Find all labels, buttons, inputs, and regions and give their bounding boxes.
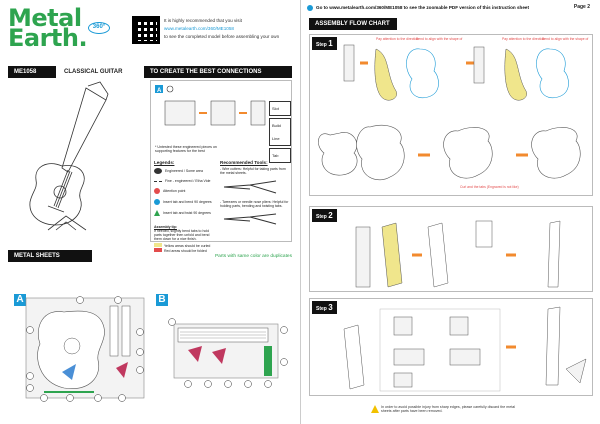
step-2-panel: Step 2 [309,206,593,292]
zoomable-pdf-note[interactable]: Go to www.metalearth.com/360/ME1058 to s… [307,5,529,11]
twist-icon [154,210,160,216]
legend-attention: Attention point [154,188,214,194]
qr-code-icon[interactable] [132,16,160,44]
align-note: Bend to align with the shape of [416,37,463,41]
legend-fine: Fine - engineered / Etha Vide [154,179,214,183]
qr-instructions: It is highly recommended that you visit … [164,17,300,41]
safety-warning: In order to avoid possible injury from s… [381,405,516,413]
sheet-a-label: A [14,294,26,306]
metal-earth-logo: Metal Earth. [8,4,88,52]
connection-labels: Slot Build Line Tab [269,101,291,163]
guitar-illustration [29,81,109,231]
engraved-icon [154,168,162,174]
dashed-line-icon [154,180,162,182]
duplicate-parts-note: Parts with same color are duplicates [214,253,292,259]
direction-note: Pay attention to the direction [376,37,419,41]
connections-panel: A Slot Build Line Tab * Untested these e… [150,80,292,242]
warning-icon [371,405,379,413]
model-code: ME1058 [8,66,56,78]
fold-note: Red areas should be folded [154,248,214,253]
legend-twist: Insert tab and twist 90 degrees [154,210,214,216]
connection-diagram: A [155,85,266,126]
metal-sheets-bar: METAL SHEETS Parts with same color are d… [8,250,292,262]
attention-icon [154,188,160,194]
wire-cutter-icon [223,180,277,194]
legend-bend: Insert tab and bend 90 degrees [154,199,214,205]
pliers-icon [223,213,277,225]
step-2-diagram [355,220,561,288]
assembly-tip: Assembly tip: If needed, slightly bend t… [154,225,214,253]
step-3-panel: Step 3 [309,298,593,396]
legend: Legends: Engineered / Some area Fine - e… [154,160,214,221]
step-3-diagram [343,306,587,392]
model-360-link[interactable]: www.metalearth.com/360/ME1058 [164,26,234,31]
recommended-tools: Recommended Tools: - Wire cutters: Helpf… [220,160,290,231]
yellow-swatch [154,243,162,247]
page-number: Page 2 [573,4,590,10]
flow-chart-title: ASSEMBLY FLOW CHART [309,18,397,30]
left-page: Metal Earth. 360° It is highly recommend… [8,4,300,402]
model-header-bar: ME1058 CLASSICAL GUITAR TO CREATE THE BE… [8,66,292,78]
direction-note-2: Pay attention to the direction [502,37,545,41]
step-1-tag: Step 1 [312,37,337,50]
right-page: Go to www.metalearth.com/360/ME1058 to s… [300,0,600,424]
step-3-tag: Step 3 [312,301,337,314]
red-swatch [154,248,162,252]
curl-note: Yellow areas should be curled [154,243,214,248]
metal-sheet-a [25,296,145,402]
metal-sheet-b [168,318,288,388]
sheet-b-label: B [156,294,168,306]
bend-icon [154,199,160,205]
tail-note: Curl and the tabs (Engraved is not like) [460,185,519,189]
info-dot-icon [307,5,313,11]
metal-sheets-title: METAL SHEETS [8,250,92,262]
step-1-panel: Step 1 Pay attention to the direction Be… [309,34,593,196]
connection-note: * Untested these engineered pieces on su… [155,145,217,153]
step-2-tag: Step 2 [312,209,337,222]
360-badge-icon: 360° [88,22,110,34]
connections-title: TO CREATE THE BEST CONNECTIONS [144,66,292,78]
model-name: CLASSICAL GUITAR [64,69,123,75]
legend-engineered: Engineered / Some area [154,168,214,174]
step-1-diagram [318,44,581,181]
align-note-2: Bend to align with the shape of [542,37,589,41]
svg-text:A: A [157,88,162,94]
